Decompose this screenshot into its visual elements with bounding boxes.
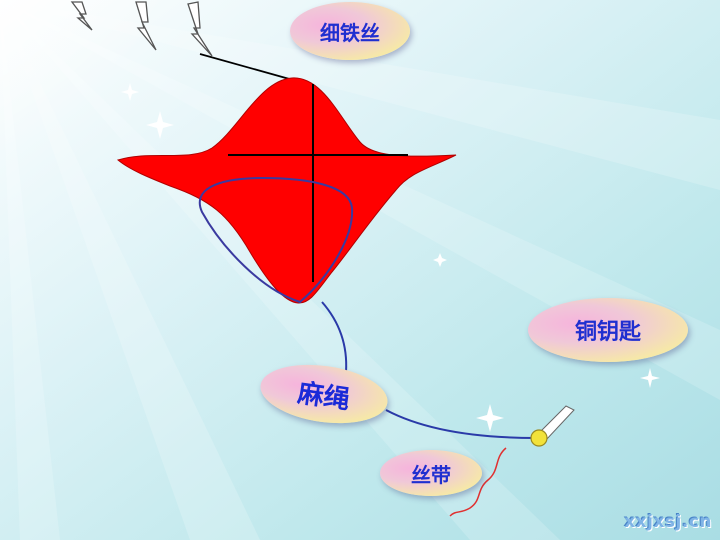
iron-wire [199, 53, 294, 81]
label-silk-ribbon: 丝带 [380, 450, 482, 496]
watermark: xxjxsj.cn [624, 512, 712, 532]
silk-ribbon [449, 447, 507, 517]
kite [116, 77, 457, 304]
hemp-rope [321, 301, 348, 373]
kite-string [385, 409, 537, 439]
lightning-bolt-icon [70, 1, 213, 57]
label-iron-wire: 细铁丝 [290, 2, 410, 60]
copper-key [530, 405, 575, 447]
label-copper-key: 铜钥匙 [528, 298, 688, 362]
kite-string-loop [198, 176, 354, 304]
